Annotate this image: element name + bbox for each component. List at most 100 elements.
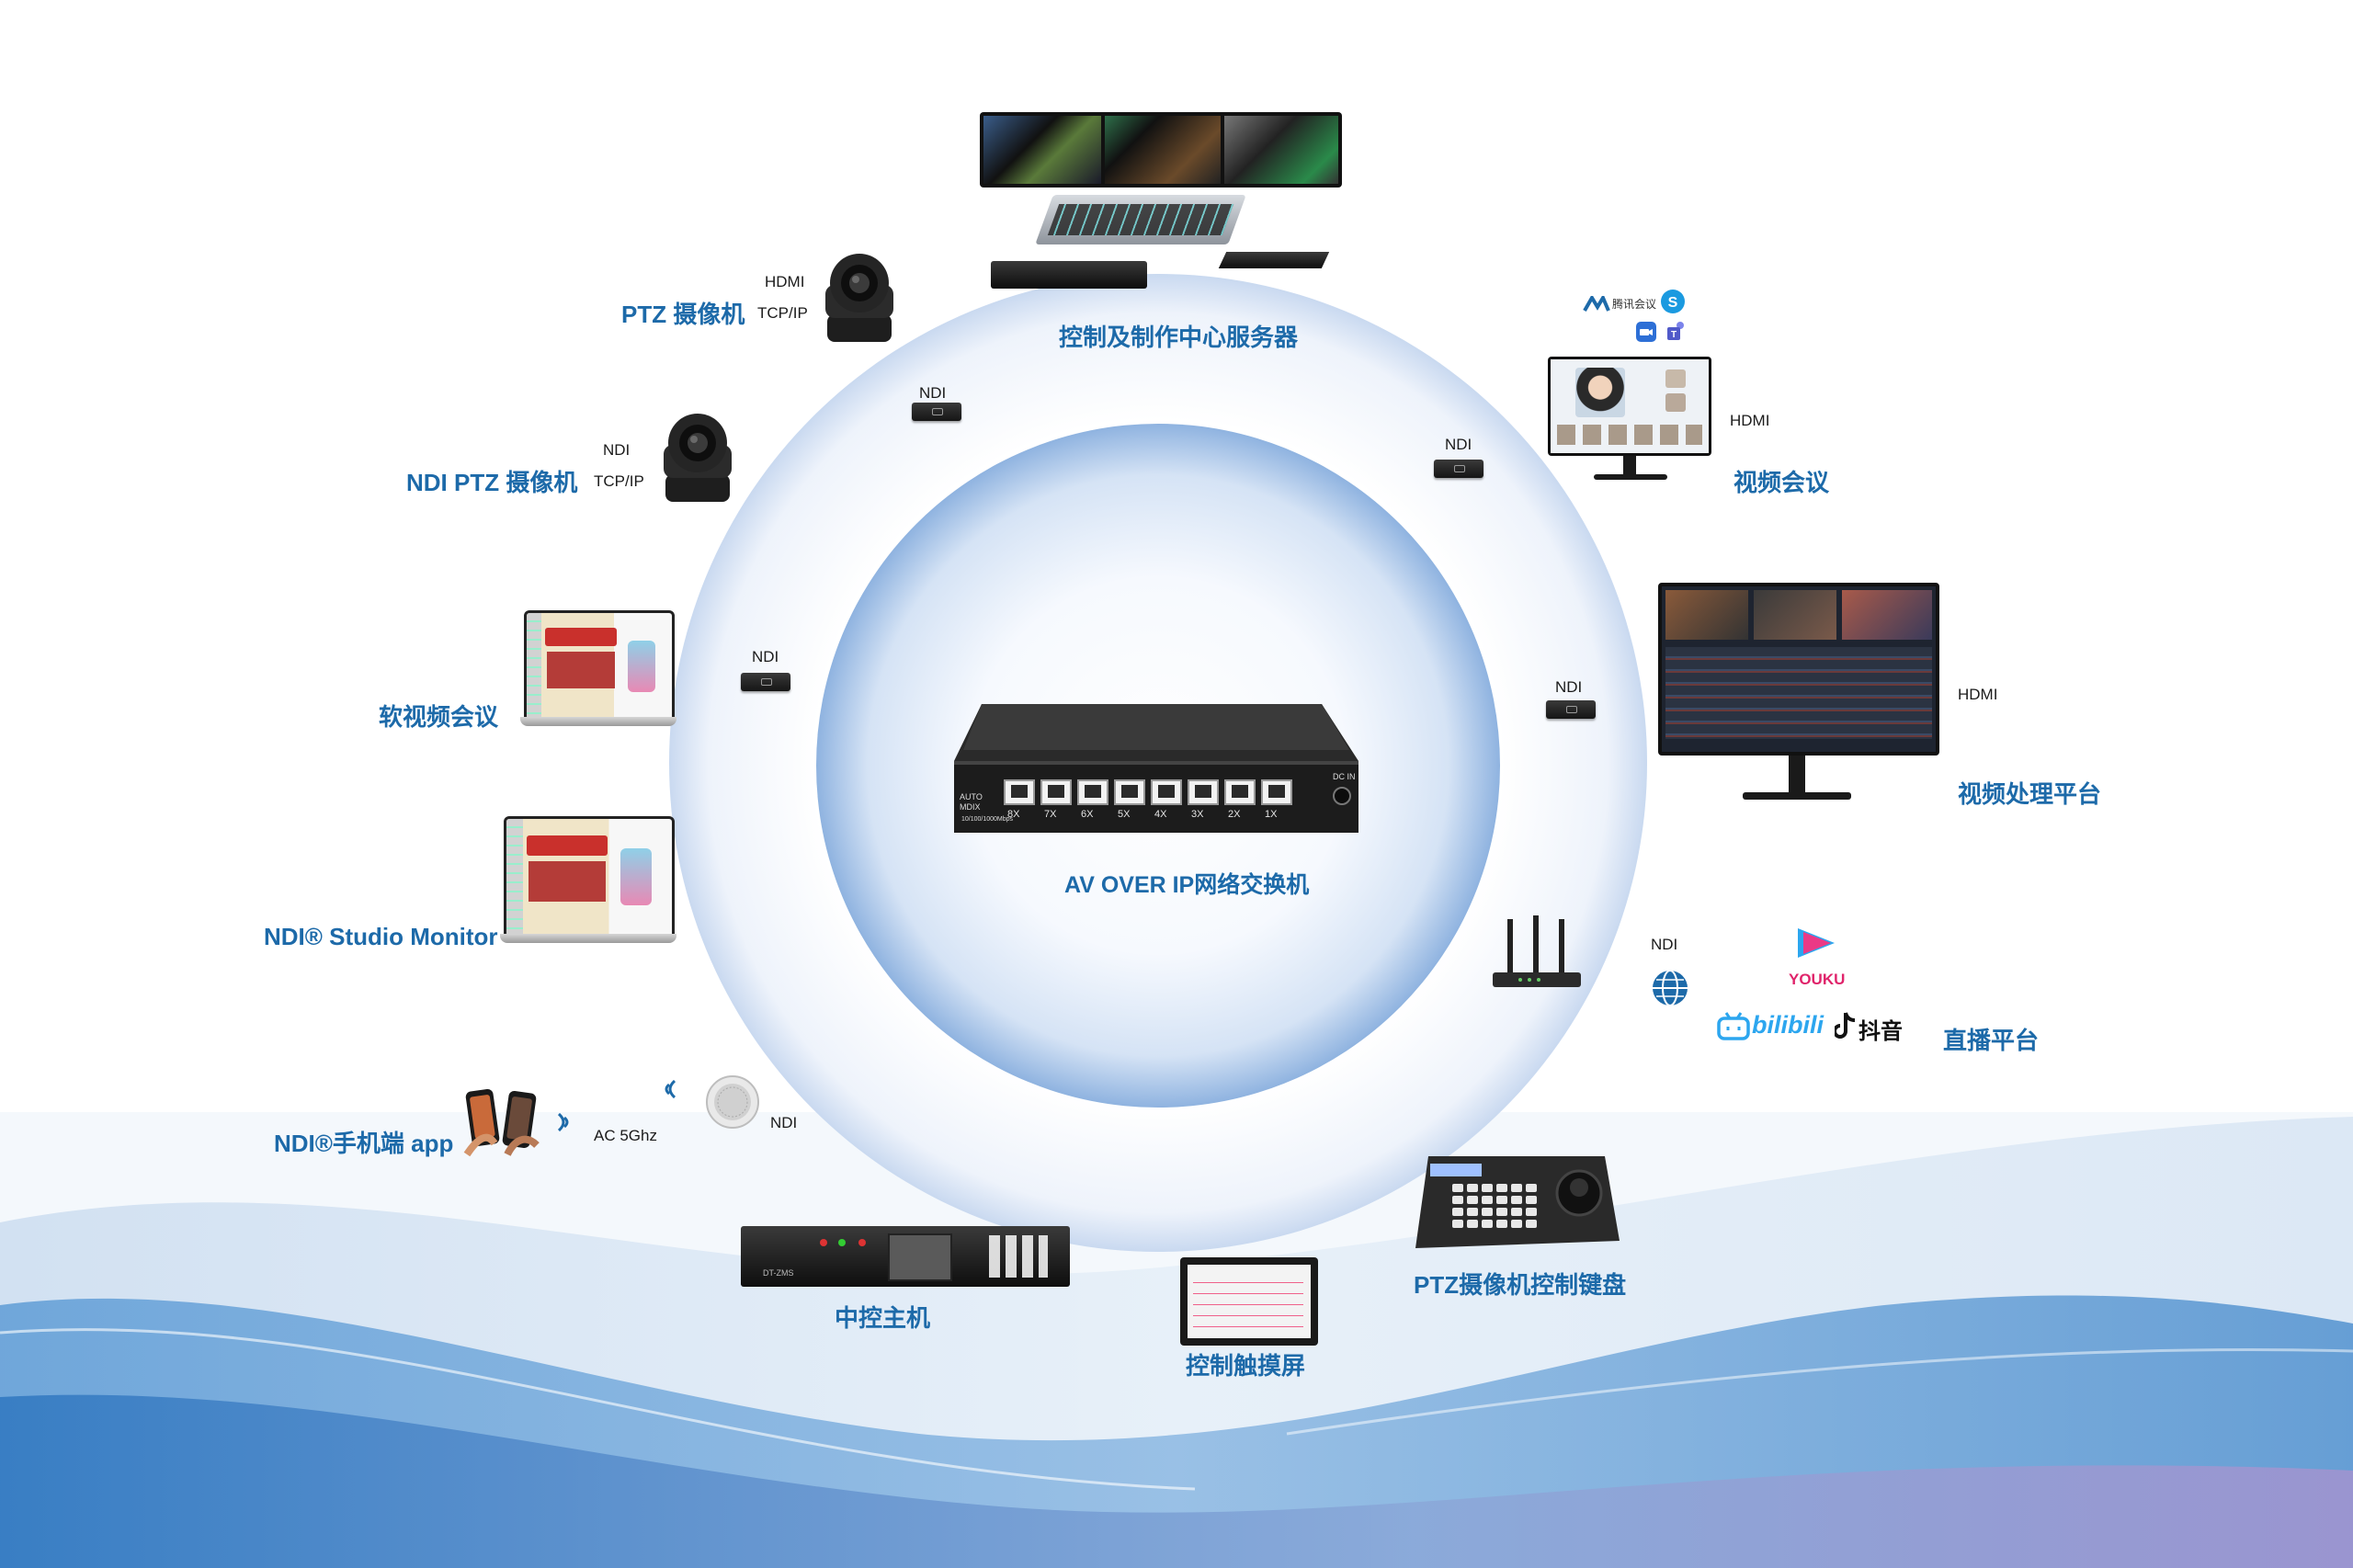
keyboard-key	[1467, 1220, 1478, 1228]
video-conf-tag: HDMI	[1730, 412, 1770, 429]
port-label: 4X	[1154, 809, 1167, 820]
keyboard-key	[1526, 1196, 1537, 1204]
teams-icon: T	[1665, 320, 1688, 342]
keyboard-key	[1452, 1208, 1463, 1216]
dc-port	[1333, 787, 1351, 805]
laptop-studio-monitor	[500, 816, 676, 950]
ptz-keyboard-label: PTZ摄像机控制键盘	[1414, 1271, 1627, 1299]
keyboard-key	[1496, 1184, 1507, 1192]
ceiling-speaker-icon	[704, 1074, 761, 1131]
globe-icon	[1651, 969, 1689, 1007]
ndi-tag-left: NDI	[752, 648, 779, 665]
ethernet-port	[1188, 779, 1219, 805]
skype-icon: S	[1660, 289, 1686, 314]
ethernet-port	[1151, 779, 1182, 805]
keyboard-key	[1482, 1184, 1493, 1192]
monitor-screen-2	[1105, 116, 1221, 184]
ptz-camera-label: PTZ 摄像机	[621, 301, 745, 328]
tencent-meeting-label: 腾讯会议	[1612, 298, 1657, 311]
conference-monitor	[1548, 357, 1711, 487]
smartphone-icon	[460, 1086, 544, 1157]
ndi-converter-icon	[912, 403, 961, 421]
mobile-app-tag-ac: AC 5Ghz	[594, 1127, 657, 1144]
center-switch-label: AV OVER IP网络交换机	[1064, 872, 1310, 898]
video-conf-label: 视频会议	[1733, 469, 1830, 496]
ptz-keyboard-device	[1415, 1156, 1620, 1248]
ptz-camera-icon	[660, 410, 735, 506]
keyboard	[1218, 252, 1330, 268]
wifi-icon	[555, 1108, 577, 1136]
ptz-camera-tag-hdmi: HDMI	[765, 273, 805, 290]
studio-monitor-label: NDI® Studio Monitor	[264, 923, 498, 950]
server-unit	[991, 261, 1147, 289]
production-workstation	[980, 112, 1342, 296]
port-label: 6X	[1081, 809, 1094, 820]
keyboard-key	[1452, 1184, 1463, 1192]
mobile-app-label: NDI®手机端 app	[274, 1130, 454, 1157]
ndi-converter-icon	[741, 673, 790, 691]
mobile-app-tag-ndi: NDI	[770, 1114, 798, 1131]
switch-speed-label: 10/100/1000Mbps	[961, 816, 1014, 823]
keyboard-key	[1511, 1208, 1522, 1216]
keyboard-key	[1482, 1196, 1493, 1204]
keyboard-key	[1511, 1184, 1522, 1192]
router-icon	[1493, 915, 1581, 993]
video-processing-tag: HDMI	[1958, 686, 1998, 703]
ndi-ptz-camera-tag-ndi: NDI	[603, 441, 631, 459]
keyboard-key	[1526, 1220, 1537, 1228]
switch-mdix-label: MDIX	[960, 802, 981, 812]
keyboard-key	[1482, 1220, 1493, 1228]
ethernet-port	[1261, 779, 1292, 805]
video-processing-label: 视频处理平台	[1958, 780, 2102, 808]
ndi-tag-top-right: NDI	[1445, 436, 1472, 453]
switch-graphic	[954, 704, 1358, 833]
ethernet-port	[1077, 779, 1108, 805]
switch-auto-label: AUTO	[960, 792, 983, 801]
douyin-icon	[1833, 1011, 1857, 1040]
monitor-screen-1	[983, 116, 1101, 184]
switch-dc-label: DC IN	[1333, 772, 1356, 781]
central-control-host: DT-ZMS	[741, 1226, 1070, 1287]
keyboard-key	[1511, 1196, 1522, 1204]
monitor-screen-3	[1224, 116, 1338, 184]
tencent-meeting-icon	[1583, 293, 1610, 312]
ethernet-port	[1114, 779, 1145, 805]
soft-video-conf-label: 软视频会议	[379, 703, 499, 731]
keyboard-key	[1482, 1208, 1493, 1216]
keyboard-key	[1526, 1184, 1537, 1192]
port-label: 7X	[1044, 809, 1057, 820]
processing-monitor	[1658, 583, 1939, 809]
keyboard-key	[1467, 1208, 1478, 1216]
keyboard-key	[1526, 1208, 1537, 1216]
keyboard-key	[1467, 1184, 1478, 1192]
laptop-soft-conf	[520, 610, 676, 730]
port-label: 8X	[1007, 809, 1020, 820]
ptz-camera-tag-tcpip: TCP/IP	[757, 304, 808, 322]
ethernet-port	[1004, 779, 1035, 805]
bilibili-label: bilibili	[1752, 1011, 1824, 1039]
keyboard-key	[1496, 1196, 1507, 1204]
ndi-converter-icon	[1546, 700, 1596, 719]
youku-icon	[1790, 925, 1842, 961]
central-control-label: 中控主机	[835, 1304, 931, 1332]
douyin-label: 抖音	[1859, 1019, 1903, 1044]
svg-text:T: T	[1671, 330, 1677, 340]
ndi-tag-right: NDI	[1555, 678, 1583, 696]
ndi-ptz-camera-label: NDI PTZ 摄像机	[406, 469, 578, 496]
control-center-label: 控制及制作中心服务器	[1059, 324, 1299, 351]
ndi-ptz-camera-tag-tcpip: TCP/IP	[594, 472, 644, 490]
ethernet-port	[1040, 779, 1072, 805]
zoom-icon	[1636, 322, 1656, 342]
touch-screen-device	[1180, 1257, 1318, 1346]
keyboard-key	[1452, 1196, 1463, 1204]
keyboard-key	[1452, 1220, 1463, 1228]
port-label: 2X	[1228, 809, 1241, 820]
port-label: 3X	[1191, 809, 1204, 820]
svg-text:S: S	[1668, 295, 1678, 311]
touch-screen-label: 控制触摸屏	[1186, 1352, 1306, 1380]
keyboard-key	[1496, 1208, 1507, 1216]
ethernet-port	[1224, 779, 1256, 805]
